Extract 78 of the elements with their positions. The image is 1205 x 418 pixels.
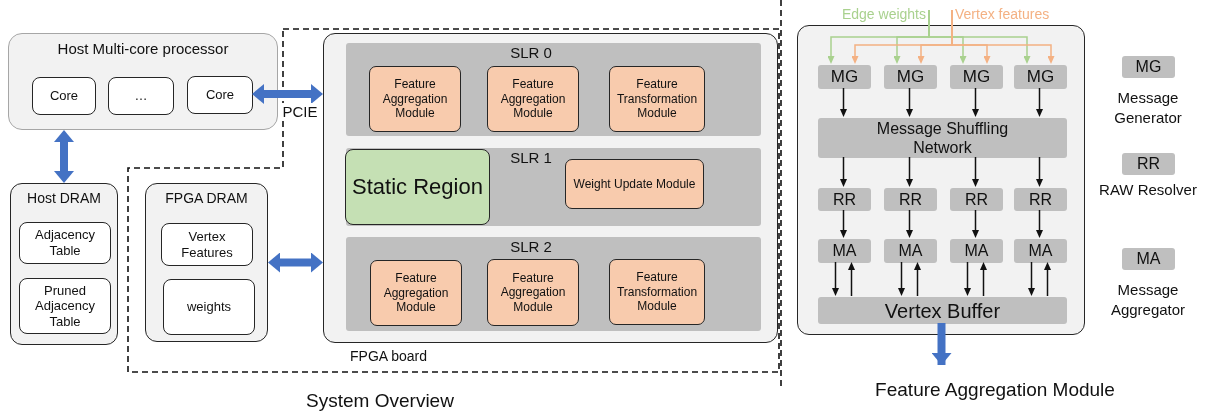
arrow <box>832 261 839 296</box>
arrow <box>972 87 979 117</box>
unit-box: MA <box>884 239 937 263</box>
module-box: Weight Update Module <box>565 159 704 209</box>
slr-label: SLR 1 <box>509 149 553 166</box>
panel-title: FPGA DRAM <box>164 190 249 206</box>
block-arrow <box>252 84 323 104</box>
arrow <box>840 87 847 117</box>
legend-box: RR <box>1122 153 1175 175</box>
arrow <box>1036 87 1043 117</box>
core-box: … <box>108 77 174 115</box>
unit-box: MA <box>950 239 1003 263</box>
arrow <box>1044 262 1051 297</box>
fpga-panel <box>323 33 778 343</box>
unit-box: MG <box>1014 65 1067 89</box>
unit-box: MG <box>950 65 1003 89</box>
unit-box: RR <box>884 188 937 211</box>
module-box: Feature Aggregation Module <box>369 66 461 132</box>
arrow <box>906 156 913 187</box>
core-box: Core <box>32 77 96 115</box>
data-box: weights <box>163 279 255 335</box>
board-label: FPGA board <box>350 348 428 364</box>
unit-box: MA <box>818 239 871 263</box>
figure-caption: System Overview <box>305 390 455 412</box>
network-box: Message Shuffling Network <box>818 118 1067 158</box>
unit-box: RR <box>818 188 871 211</box>
arrow <box>840 209 847 238</box>
core-box: Core <box>187 76 253 114</box>
unit-box: MG <box>884 65 937 89</box>
buffer-box: Vertex Buffer <box>818 297 1067 324</box>
module-panel <box>797 25 1085 335</box>
legend-description: RAW Resolver <box>1098 180 1198 200</box>
arrow <box>898 261 905 296</box>
memory-panel <box>145 183 268 342</box>
arrow <box>964 261 971 296</box>
arrow <box>906 87 913 117</box>
arrow <box>980 262 987 297</box>
panel-title: Host DRAM <box>26 190 102 206</box>
arrow <box>1028 261 1035 296</box>
figure-caption: Feature Aggregation Module <box>874 378 1116 402</box>
slr-label: SLR 0 <box>509 44 553 61</box>
arrow <box>1036 156 1043 187</box>
module-box: Feature Aggregation Module <box>487 259 579 326</box>
legend-box: MA <box>1122 248 1175 270</box>
arrow <box>906 209 913 238</box>
legend-description: Message Aggregator <box>1109 280 1187 321</box>
arrow <box>972 156 979 187</box>
table-box: Pruned Adjacency Table <box>19 278 111 334</box>
unit-box: RR <box>1014 188 1067 211</box>
arrow <box>972 209 979 238</box>
data-box: Vertex Features <box>161 223 253 266</box>
input-label: Vertex features <box>952 4 1082 24</box>
slr-label: SLR 2 <box>509 238 553 255</box>
input-label: Edge weights <box>820 4 929 24</box>
slr-band <box>346 237 761 331</box>
block-arrow <box>268 252 323 273</box>
module-box: Feature Transformation Module <box>609 66 705 132</box>
unit-box: MA <box>1014 239 1067 263</box>
arrow <box>840 156 847 187</box>
slr-band <box>346 148 761 226</box>
processor-panel <box>8 33 278 130</box>
block-arrow <box>54 130 74 183</box>
unit-box: RR <box>950 188 1003 211</box>
module-box: Feature Aggregation Module <box>370 260 462 326</box>
legend-box: MG <box>1122 56 1175 78</box>
memory-panel <box>10 183 118 345</box>
arrow <box>1036 209 1043 238</box>
module-box: Feature Transformation Module <box>609 259 705 325</box>
slr-band <box>346 43 761 136</box>
legend-description: Message Generator <box>1113 88 1183 129</box>
module-box: Feature Aggregation Module <box>487 66 579 132</box>
region-box: Static Region <box>345 149 490 225</box>
arrow <box>848 262 855 297</box>
edge-label: PCIE <box>281 103 319 120</box>
arrow <box>914 262 921 297</box>
unit-box: MG <box>818 65 871 89</box>
table-box: Adjacency Table <box>19 222 111 264</box>
panel-title: Host Multi-core processor <box>56 40 230 57</box>
